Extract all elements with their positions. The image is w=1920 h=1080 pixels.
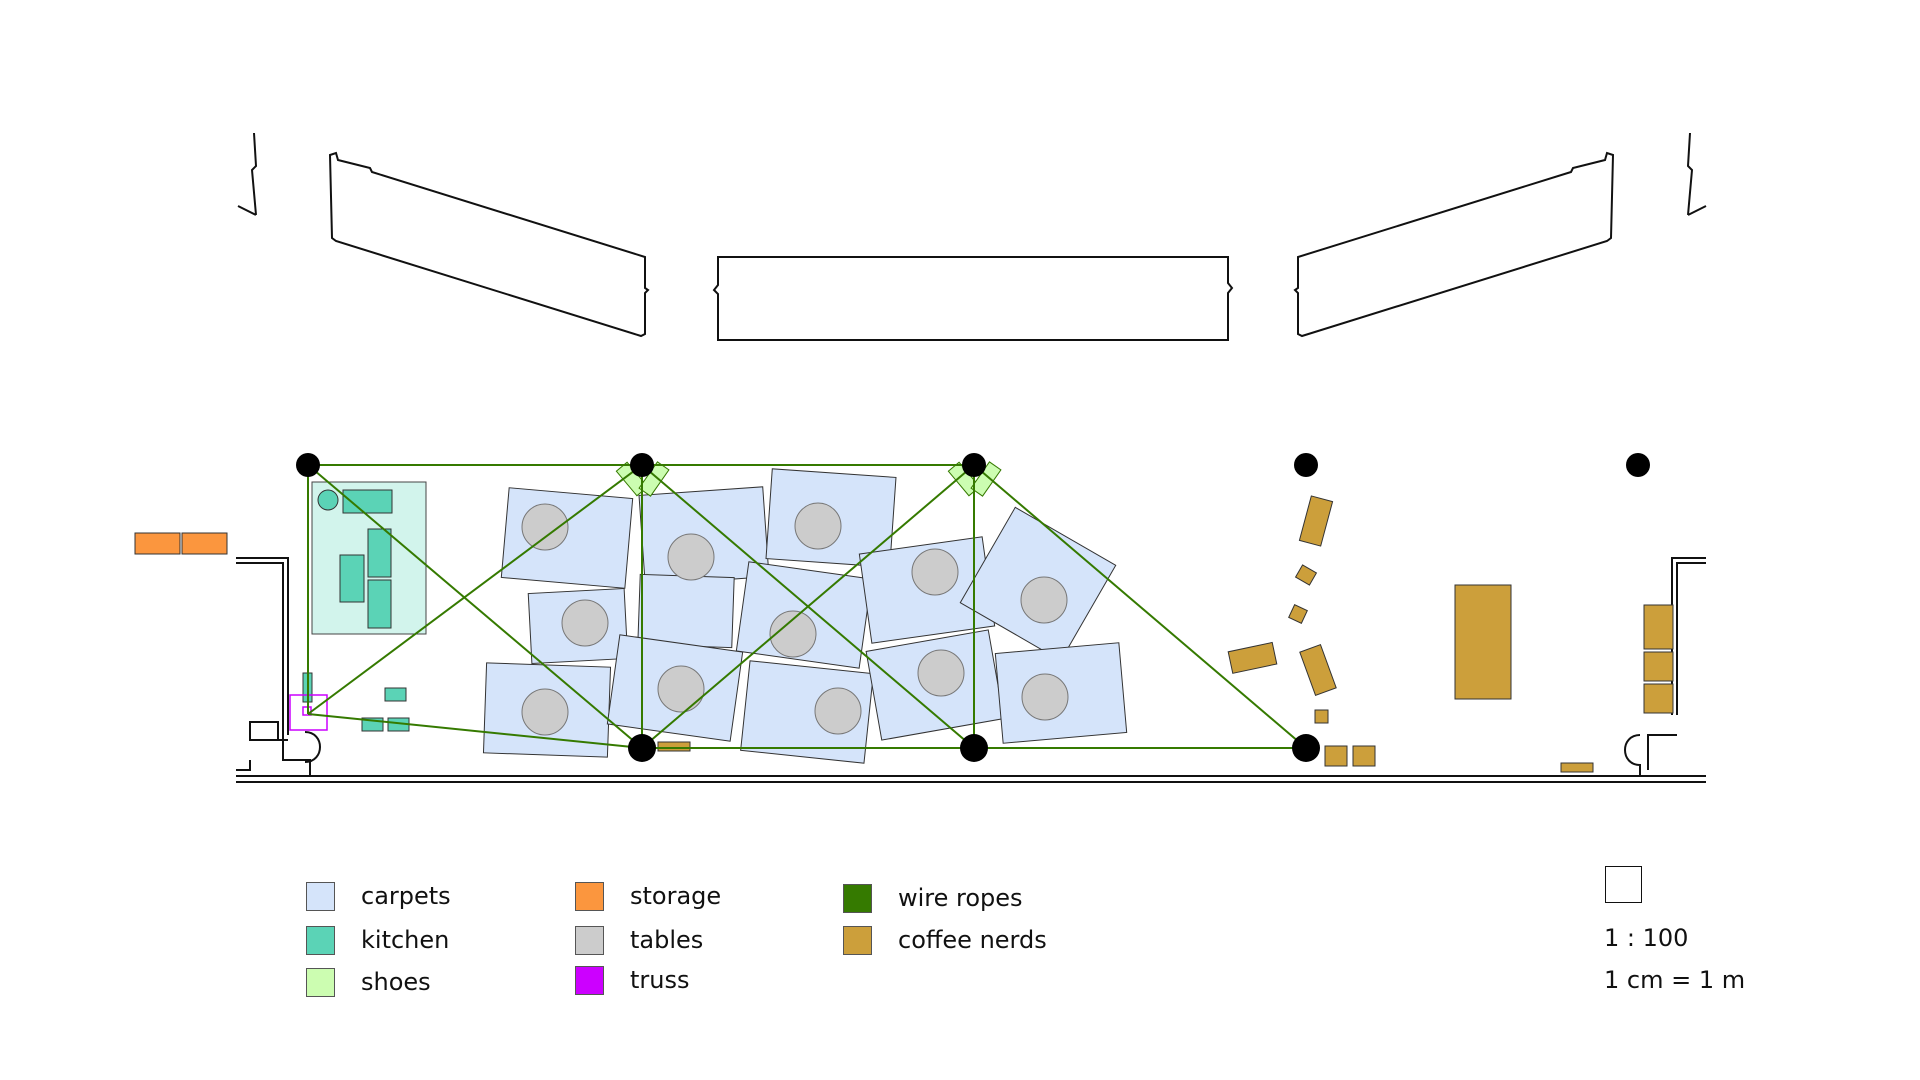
table [1020, 576, 1068, 624]
left-panel [328, 151, 650, 338]
carpet [637, 573, 735, 649]
wire-ropes-swatch [843, 883, 872, 913]
coffee-item [1643, 651, 1674, 682]
legend-label: shoes [361, 968, 431, 996]
legend-label: carpets [361, 882, 451, 910]
center-panel [712, 256, 1234, 341]
scale-conversion: 1 cm = 1 m [1604, 966, 1746, 994]
coffee-bar [1454, 584, 1512, 700]
coffee-item [1298, 495, 1334, 547]
table [769, 610, 817, 658]
coffee-nerds-swatch [843, 925, 872, 955]
tables [521, 502, 1069, 736]
legend-item-wire-ropes: wire ropes [843, 882, 1023, 914]
legend-item-kitchen: kitchen [306, 924, 449, 956]
kitchen-item [367, 579, 392, 629]
kitchen-item [367, 528, 392, 578]
coffee-item [1314, 709, 1329, 724]
legend-label: kitchen [361, 926, 450, 954]
upper-walls [237, 132, 1707, 341]
legend-item-shoes: shoes [306, 966, 431, 998]
scale-reference-square [1605, 866, 1642, 903]
room-walls [236, 557, 1706, 783]
columns [296, 453, 1650, 762]
column [1292, 734, 1320, 762]
column [960, 734, 988, 762]
column [962, 453, 986, 477]
table [667, 533, 715, 581]
carpet [500, 487, 634, 589]
kitchen-item [339, 554, 365, 603]
coffee-item [1643, 683, 1674, 714]
storage-swatch [575, 881, 604, 911]
column [1626, 453, 1650, 477]
right-panel [1293, 151, 1615, 338]
table [814, 687, 862, 735]
kitchen-item [384, 687, 407, 702]
kitchen-items [302, 489, 410, 732]
legend-label: truss [630, 966, 690, 994]
wire-rope [307, 464, 643, 715]
coffee-item [1294, 564, 1318, 586]
kitchen-item [342, 489, 393, 514]
truss-swatch [575, 965, 604, 995]
column [1294, 453, 1318, 477]
kitchen-item [317, 489, 339, 511]
table [561, 599, 609, 647]
coffee-nerds-items [657, 495, 1674, 773]
carpets-swatch [306, 881, 335, 911]
legend-item-carpets: carpets [306, 880, 451, 912]
table [521, 503, 569, 551]
wire-rope [307, 713, 643, 749]
coffee-item [1324, 745, 1348, 767]
storage-items [134, 532, 228, 555]
legend-item-truss: truss [575, 964, 690, 996]
coffee-item [1288, 604, 1308, 624]
tables-swatch [575, 925, 604, 955]
scale-ratio: 1 : 100 [1604, 924, 1689, 952]
carpet [740, 660, 874, 764]
legend-label: wire ropes [898, 884, 1023, 912]
legend-label: storage [630, 882, 722, 910]
table [657, 665, 705, 713]
wire-rope [641, 464, 975, 749]
table [794, 502, 842, 550]
table [911, 548, 959, 596]
legend-label: coffee nerds [898, 926, 1047, 954]
storage-box [181, 532, 228, 555]
coffee-item [1560, 762, 1594, 773]
coffee-item [1352, 745, 1376, 767]
column [296, 453, 320, 477]
coffee-item [1643, 604, 1674, 650]
kitchen-swatch [306, 925, 335, 955]
right-wall-fragment [1686, 132, 1707, 216]
shoes-swatch [306, 967, 335, 997]
carpets [482, 468, 1128, 764]
legend-item-storage: storage [575, 880, 721, 912]
left-wall-fragment [237, 132, 258, 216]
coffee-item [1299, 643, 1337, 697]
legend-item-tables: tables [575, 924, 703, 956]
shoes [615, 461, 1002, 497]
legend-label: tables [630, 926, 704, 954]
legend-item-coffee-nerds: coffee nerds [843, 924, 1047, 956]
wire-rope [973, 464, 1307, 749]
wire-rope [307, 464, 643, 749]
storage-box [134, 532, 181, 555]
coffee-item [657, 741, 691, 752]
coffee-item [1227, 641, 1278, 674]
column [630, 453, 654, 477]
table [1021, 673, 1069, 721]
table [521, 688, 569, 736]
table [917, 649, 965, 697]
column [628, 734, 656, 762]
